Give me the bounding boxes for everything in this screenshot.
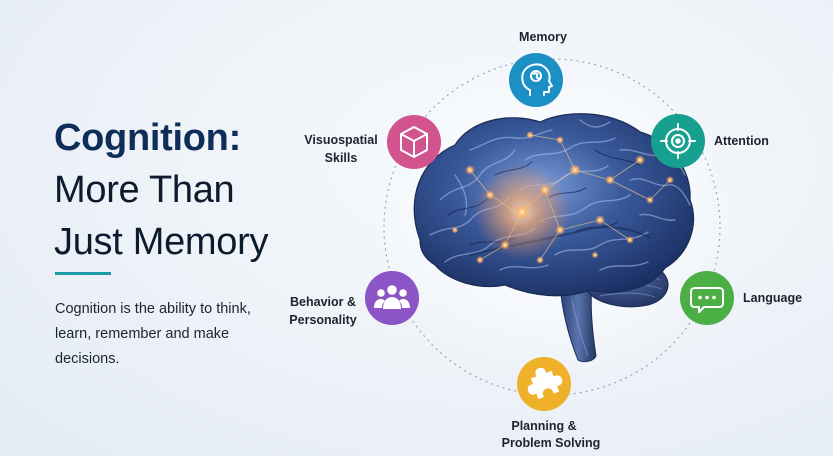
visuospatial-label-line-2: Skills <box>325 151 358 165</box>
domain-language: Language <box>680 271 802 325</box>
behavior-label-line-1: Behavior & <box>290 295 356 309</box>
speech-bubble-icon <box>690 287 724 313</box>
title-divider <box>55 272 111 275</box>
puzzle-piece-icon <box>527 367 563 400</box>
domain-visuospatial: Visuospatial Skills <box>304 115 441 169</box>
cube-icon <box>400 126 428 158</box>
planning-label-line-1: Planning & <box>511 419 576 433</box>
target-icon <box>660 123 696 159</box>
orbit-ring <box>383 58 721 396</box>
title-line-1: Cognition: <box>54 117 241 159</box>
head-brain-icon <box>521 63 553 96</box>
visuospatial-label-line-1: Visuospatial <box>304 133 377 147</box>
people-group-icon <box>374 285 410 309</box>
planning-label-line-2: Problem Solving <box>502 436 601 450</box>
language-label: Language <box>743 291 802 305</box>
domain-attention: Attention <box>651 114 769 168</box>
brain-illustration <box>413 113 695 363</box>
domain-behavior: Behavior & Personality <box>289 271 419 327</box>
domain-planning: Planning & Problem Solving <box>502 357 601 450</box>
attention-label: Attention <box>714 134 769 148</box>
behavior-label-line-2: Personality <box>289 313 356 327</box>
page-title: Cognition: More Than Just Memory <box>54 112 268 268</box>
title-line-3: Just Memory <box>54 221 269 263</box>
description: Cognition is the ability to think, learn… <box>55 301 251 367</box>
domain-memory: Memory <box>509 30 567 107</box>
memory-label: Memory <box>519 30 567 44</box>
title-line-2: More Than <box>54 169 235 211</box>
